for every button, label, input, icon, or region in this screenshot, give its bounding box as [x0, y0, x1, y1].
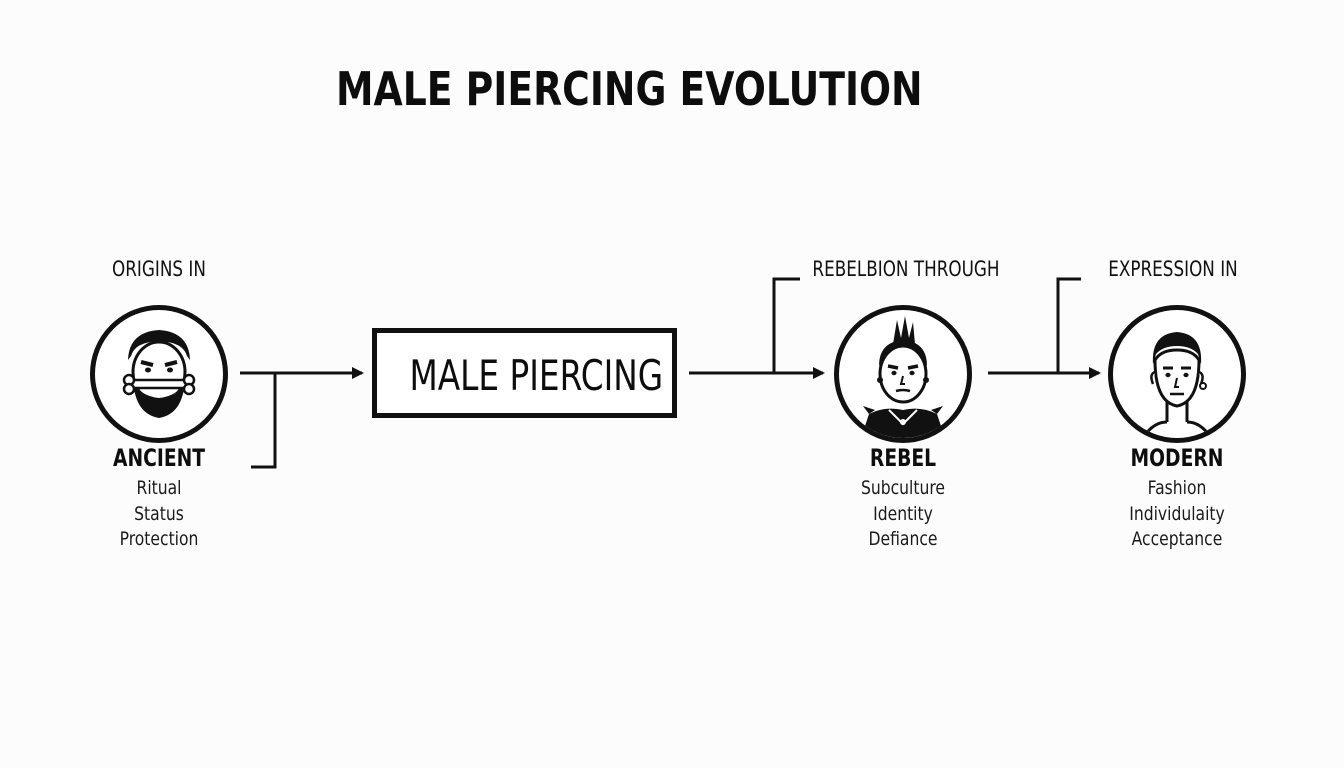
modern-man-earring-face-icon: [1141, 332, 1213, 438]
central-topic-label: MALE PIERCING: [409, 351, 664, 400]
stage-rebel-header: REBELBION THROUGH: [812, 257, 1000, 281]
connector-center-to-rebel: [689, 277, 825, 379]
stage-ancient-header: ORIGINS IN: [112, 257, 206, 281]
stage-ancient-name: ANCIENT: [112, 444, 206, 472]
stage-rebel-line: Defiance: [868, 528, 938, 550]
stage-modern-line: Acceptance: [1131, 528, 1223, 550]
stage-rebel-avatar: [834, 305, 972, 443]
stage-rebel-name: REBEL: [869, 444, 937, 472]
stage-modern-description: Fashion Individulaity Acceptance: [1095, 476, 1259, 553]
stage-rebel-description: Subculture Identity Defiance: [821, 476, 985, 553]
stage-ancient-description: Ritual Status Protection: [77, 476, 241, 553]
diagram-title: MALE PIERCING EVOLUTION: [336, 62, 923, 116]
stage-rebel-line: Identity: [873, 502, 933, 525]
central-topic-box: MALE PIERCING: [372, 328, 677, 418]
stage-modern-header: EXPRESSION IN: [1108, 257, 1238, 281]
stage-modern-line: Fashion: [1147, 477, 1207, 499]
stage-modern-avatar: [1108, 305, 1246, 443]
bearded-man-bone-nose-piercing-icon: [122, 330, 196, 418]
stage-ancient-line: Status: [134, 502, 184, 525]
stage-ancient-line: Protection: [119, 528, 199, 550]
stage-ancient-line: Ritual: [136, 477, 182, 499]
stage-modern-line: Individulaity: [1129, 502, 1225, 525]
connector-rebel-to-modern: [988, 277, 1101, 379]
connector-ancient-to-center: [240, 367, 364, 469]
stage-modern-name: MODERN: [1130, 444, 1224, 472]
stage-ancient-avatar: [90, 305, 228, 443]
stage-rebel-line: Subculture: [860, 477, 946, 499]
mohawk-punk-face-icon: [861, 316, 945, 438]
